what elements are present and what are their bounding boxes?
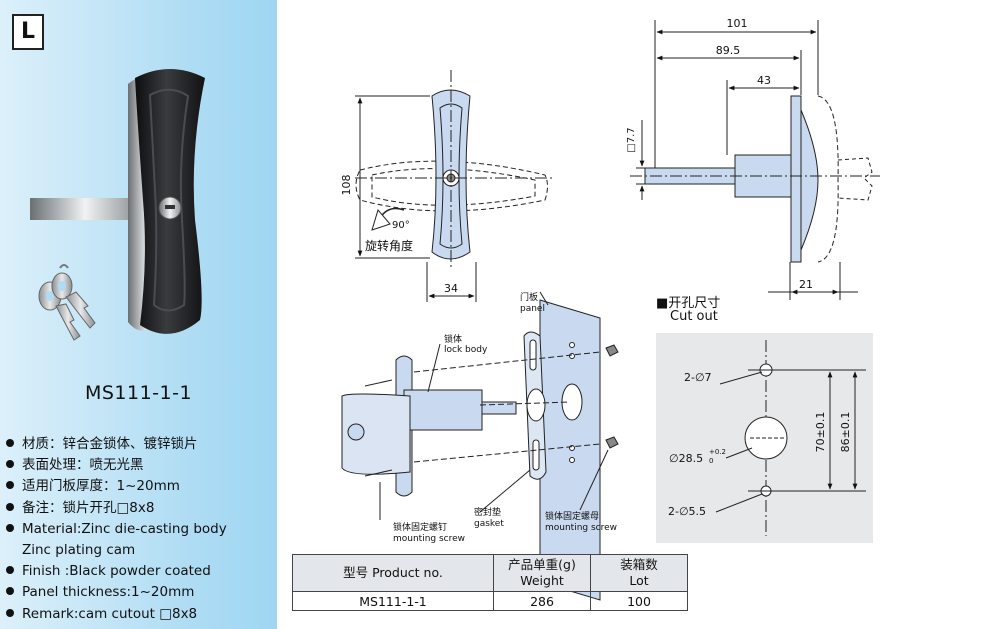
label-nut-en: mounting screw <box>545 523 617 533</box>
dim-43: 43 <box>757 74 771 87</box>
keys-icon <box>38 264 96 341</box>
dim-square: □7.7 <box>626 127 637 152</box>
tolerance-lower: 0 <box>709 457 713 465</box>
front-view <box>355 70 552 302</box>
side-view <box>630 20 880 300</box>
spec-item: Material:Zinc die-casting body <box>6 519 227 540</box>
model-number: MS111-1-1 <box>84 382 193 404</box>
dim-86: 86±0.1 <box>839 412 852 453</box>
dim-89-5: 89.5 <box>716 44 741 57</box>
table-row: MS111-1-1 286 100 <box>292 591 688 611</box>
label-panel-en: panel <box>520 304 545 314</box>
header-weight: 产品单重(g)Weight <box>493 554 591 592</box>
dim-101: 101 <box>727 17 748 30</box>
exploded-view <box>341 291 619 601</box>
dim-70: 70±0.1 <box>814 412 827 453</box>
lock-shaft <box>30 198 140 220</box>
spec-list: 材质：锌合金锁体、镀锌锁片 表面处理：喷无光黑 适用门板厚度：1~20mm 备注… <box>6 434 227 625</box>
center-hole-label: ∅28.5 <box>669 452 703 465</box>
label-screw-cn: 锁体固定螺钉 <box>393 521 447 533</box>
label-nut-cn: 锁体固定螺母 <box>545 510 599 522</box>
tolerance-upper: +0.2 <box>709 448 726 456</box>
cutout-subtitle: Cut out <box>670 309 718 324</box>
spec-item: Panel thickness:1~20mm <box>6 582 227 603</box>
product-panel: L <box>0 0 277 629</box>
cell-lot: 100 <box>590 591 688 611</box>
spec-item: 适用门板厚度：1~20mm <box>6 476 227 497</box>
label-lockbody-en: lock body <box>444 345 488 355</box>
spec-item: 材质：锌合金锁体、镀锌锁片 <box>6 434 227 455</box>
label-gasket-en: gasket <box>474 519 504 529</box>
spec-item: Zinc plating cam <box>22 541 136 558</box>
label-lockbody-cn: 锁体 <box>444 333 462 345</box>
label-screw-en: mounting screw <box>393 534 465 544</box>
cell-model: MS111-1-1 <box>292 591 494 611</box>
label-gasket-cn: 密封垫 <box>474 506 501 518</box>
cutout-drawing <box>656 333 873 543</box>
label-panel-cn: 门板 <box>520 291 538 303</box>
spec-item: Finish :Black powder coated <box>6 561 227 582</box>
hole-bottom-label: 2-∅5.5 <box>668 505 706 518</box>
rotate-label: 旋转角度 <box>365 238 413 253</box>
header-product-no: 型号 Product no. <box>292 554 494 592</box>
cutout-title: ■开孔尺寸 <box>656 296 721 311</box>
dim-21: 21 <box>799 278 813 291</box>
cell-weight: 286 <box>493 591 591 611</box>
product-photo <box>30 69 205 341</box>
hole-top-label: 2-∅7 <box>684 371 712 384</box>
series-badge: L <box>12 14 44 50</box>
dim-height: 108 <box>340 175 353 196</box>
rotate-angle: 90° <box>392 220 410 231</box>
spec-item: Remark:cam cutout □8x8 <box>6 604 227 625</box>
spec-item: 备注：锁片开孔□8x8 <box>6 498 227 519</box>
spec-item: 表面处理：喷无光黑 <box>6 455 227 476</box>
dim-width: 34 <box>444 282 458 295</box>
